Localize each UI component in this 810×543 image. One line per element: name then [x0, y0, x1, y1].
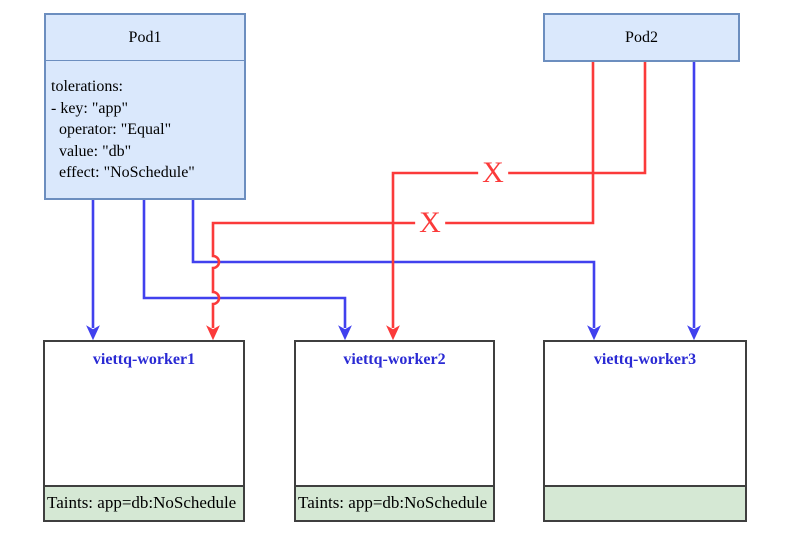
- pod1-tolerations-spec: tolerations: - key: "app" operator: "Equ…: [46, 61, 244, 184]
- worker3-taint-label: [545, 485, 745, 520]
- arrow-pod1-to-worker2: [142, 200, 347, 328]
- arrowhead-worker3-blue-left: [587, 325, 601, 341]
- arrowhead-worker2-red: [386, 325, 400, 341]
- pod1-title: Pod1: [46, 15, 244, 61]
- worker2-taint-label: Taints: app=db:NoSchedule: [296, 485, 493, 520]
- arrow-pod2-to-worker2-blocked: [391, 62, 647, 328]
- toleration-line: tolerations:: [51, 78, 123, 95]
- worker2-node: viettq-worker2 Taints: app=db:NoSchedule: [294, 340, 495, 522]
- toleration-line: value: "db": [51, 142, 132, 160]
- arrowhead-worker1-red: [206, 325, 220, 341]
- pod2-title: Pod2: [625, 29, 658, 46]
- worker3-title: viettq-worker3: [593, 351, 697, 368]
- worker3-node: viettq-worker3: [543, 340, 747, 522]
- worker2-title: viettq-worker2: [343, 351, 446, 368]
- pod2-box: Pod2: [543, 13, 740, 62]
- arrow-pod2-to-worker1-blocked: [211, 62, 595, 328]
- worker1-node: viettq-worker1 Taints: app=db:NoSchedule: [43, 340, 245, 522]
- toleration-line: - key: "app": [51, 99, 129, 117]
- worker1-title: viettq-worker1: [92, 351, 196, 368]
- blocked-x-mark-lower: X: [415, 207, 445, 238]
- toleration-line: operator: "Equal": [51, 121, 172, 138]
- pod1-box: Pod1 tolerations: - key: "app" operator:…: [44, 13, 246, 200]
- arrowhead-worker3-blue-right: [687, 325, 701, 341]
- blocked-x-mark-upper: X: [478, 157, 508, 188]
- toleration-line: effect: "NoSchedule": [51, 164, 195, 181]
- arrowhead-worker1-blue: [86, 325, 100, 341]
- worker1-taint-label: Taints: app=db:NoSchedule: [45, 485, 243, 520]
- arrowhead-worker2-blue: [338, 325, 352, 341]
